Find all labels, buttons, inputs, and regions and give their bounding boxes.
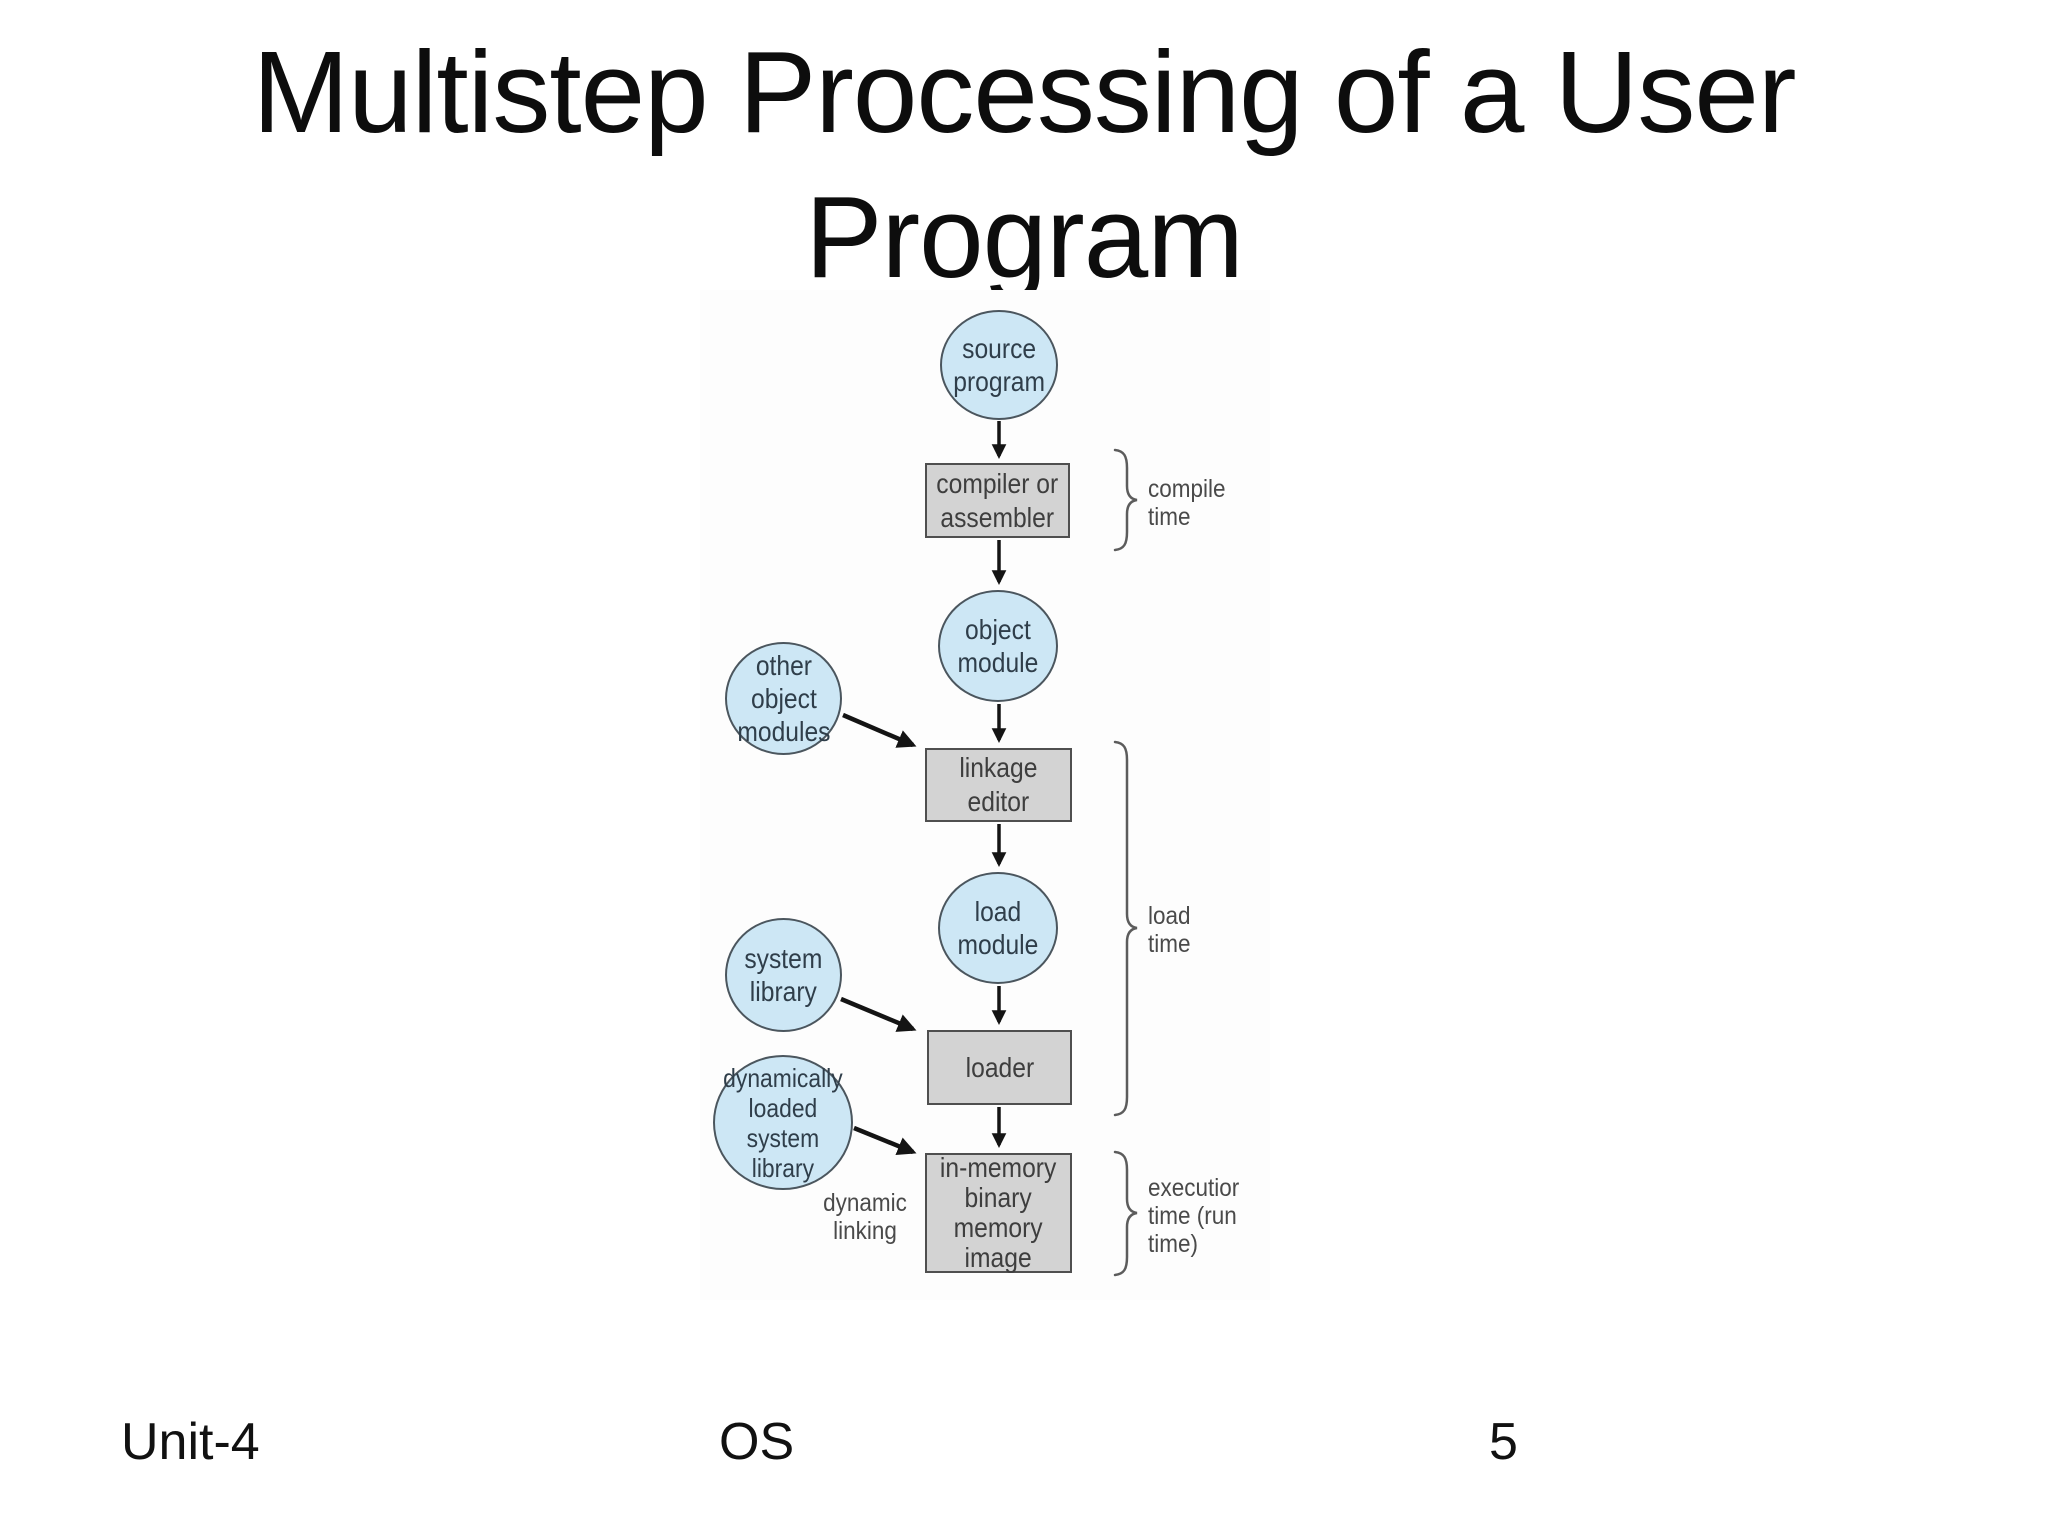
compiler-assembler-label: compiler or assembler <box>936 467 1059 533</box>
other-object-modules-node: other object modules <box>725 642 842 755</box>
arrow-othermodules-to-linkage <box>842 712 917 748</box>
system-library-node: system library <box>725 918 842 1032</box>
linkage-editor-box: linkage editor <box>925 748 1072 822</box>
arrow-dynamiclibrary-to-memoryimage <box>853 1125 917 1156</box>
in-memory-binary-memory-image-box: in-memory binary memory image <box>925 1153 1072 1273</box>
slide-title: Multistep Processing of a User Program <box>0 20 2048 310</box>
title-line-1: Multistep Processing of a User <box>252 27 1796 157</box>
other-object-modules-label: other object modules <box>736 650 831 747</box>
compile-time-annotation: compile time <box>1148 475 1226 531</box>
dynamically-loaded-system-library-node: dynamically loaded system library <box>713 1055 853 1190</box>
footer-page-number: 5 <box>1489 1413 1518 1471</box>
compiler-assembler-box: compiler or assembler <box>925 463 1070 538</box>
arrow-systemlibrary-to-loader <box>840 996 917 1032</box>
loader-box: loader <box>927 1030 1072 1105</box>
execution-time-annotation: executior time (run time) <box>1148 1174 1240 1258</box>
dynamic-linking-annotation: dynamic linking <box>823 1189 907 1245</box>
source-program-node: source program <box>940 310 1058 420</box>
diagram-connectors <box>840 421 1138 1277</box>
title-line-2: Program <box>805 172 1244 302</box>
object-module-label: object module <box>957 614 1039 678</box>
load-module-label: load module <box>957 896 1039 960</box>
load-time-brace <box>1113 740 1138 1117</box>
linkage-editor-label: linkage editor <box>959 752 1038 817</box>
execution-time-brace <box>1113 1150 1138 1277</box>
footer-course: OS <box>719 1413 795 1471</box>
in-memory-binary-memory-image-label: in-memory binary memory image <box>940 1152 1057 1273</box>
loader-label: loader <box>965 1051 1034 1083</box>
multistep-processing-diagram: source program compiler or assembler obj… <box>700 290 1270 1300</box>
dynamically-loaded-system-library-label: dynamically loaded system library <box>723 1062 843 1183</box>
object-module-node: object module <box>938 590 1058 702</box>
source-program-label: source program <box>953 333 1045 397</box>
system-library-label: system library <box>744 943 823 1007</box>
footer-unit: Unit-4 <box>121 1413 260 1471</box>
load-module-node: load module <box>938 872 1058 984</box>
compile-time-brace <box>1113 448 1138 552</box>
load-time-annotation: load time <box>1148 902 1191 958</box>
